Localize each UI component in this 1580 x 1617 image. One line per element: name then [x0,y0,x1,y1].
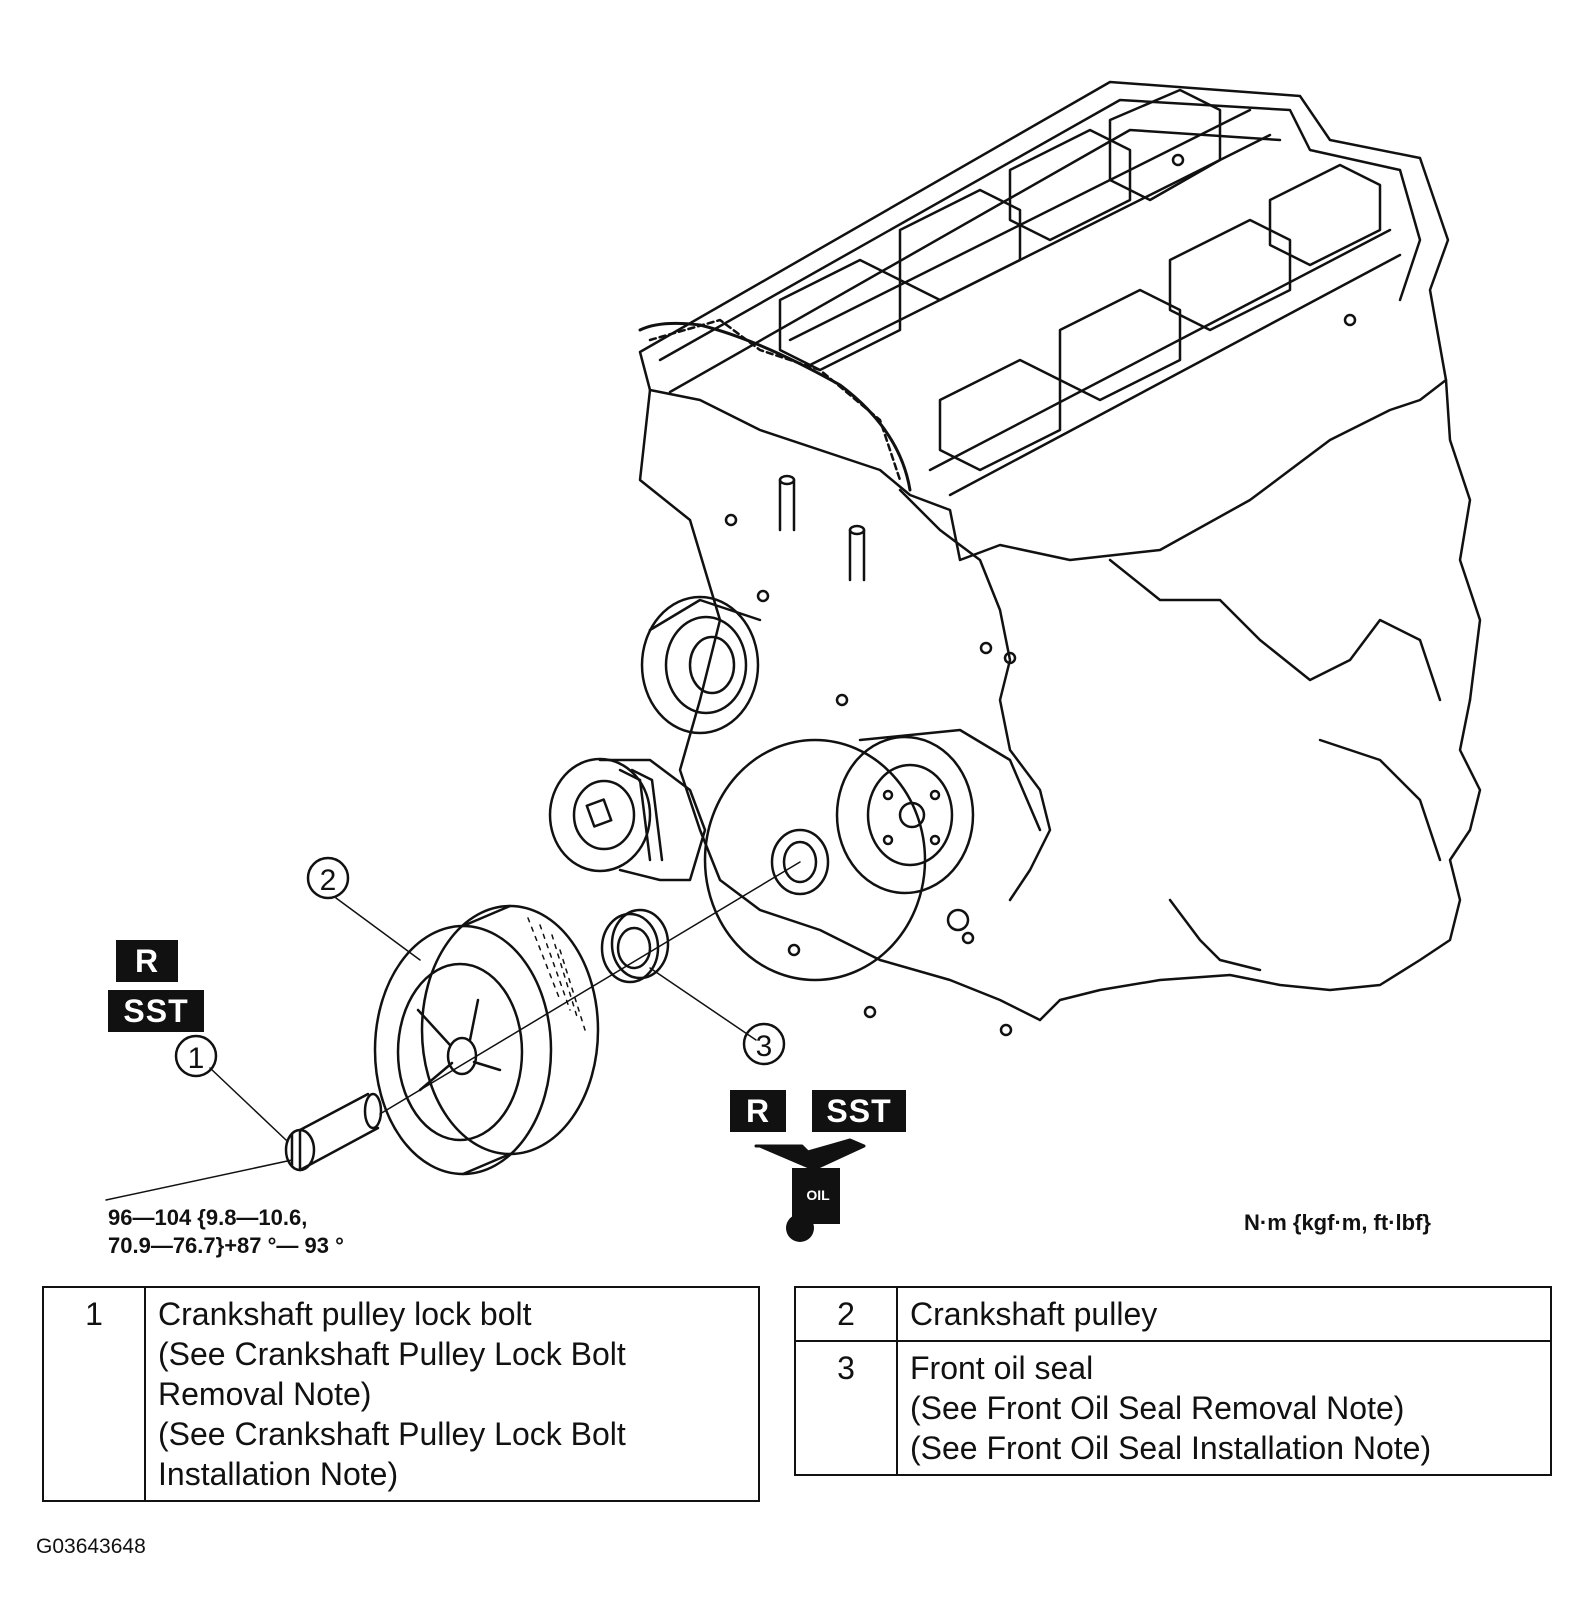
part-description-line: Crankshaft pulley [910,1296,1158,1332]
crankshaft-snout-cover [703,738,927,982]
part-description-line: (See Front Oil Seal Installation Note) [910,1430,1432,1466]
drive-belt-tensioner [548,757,707,882]
callout-1-label: 1 [188,1042,205,1075]
leader-line-1b [105,1159,293,1201]
crankshaft-pulley-lock-bolt [284,1092,383,1172]
part-number-cell: 2 [794,1286,898,1342]
parts-table-right: 2 Crankshaft pulley 3 Front oil seal (See Fr… [794,1286,1552,1476]
part-description-line: Removal Note) [158,1376,372,1412]
part-description-line: Front oil seal [910,1350,1094,1386]
part-number-cell: 1 [42,1286,146,1502]
torque-units-legend: N·m {kgf·m, ft·lbf} [1244,1210,1431,1235]
crankshaft-pulley [373,904,600,1176]
part-description-line: Installation Note) [158,1456,399,1492]
front-oil-seal [600,908,670,984]
part-description-line: Crankshaft pulley lock bolt [158,1296,532,1332]
part-number-cell: 3 [794,1340,898,1476]
part-description-line: (See Crankshaft Pulley Lock Bolt [158,1416,626,1452]
sst-badge-right: SST [812,1090,906,1132]
callout-1: 1 [174,1034,218,1078]
leader-line-1 [209,1067,287,1141]
replace-badge-right: R [730,1090,786,1132]
figure-id: G03643648 [36,1535,146,1558]
engine-block [638,80,1482,1037]
assembly-axis-line [379,861,801,1115]
part-description-line: (See Crankshaft Pulley Lock Bolt [158,1336,626,1372]
callout-3: 3 [742,1022,786,1066]
oil-can-label: OIL [806,1187,830,1203]
part-description-cell: Crankshaft pulley lock bolt (See Cranksha… [144,1286,760,1502]
replace-badge-left: R [116,940,178,982]
parts-table-left: 1 Crankshaft pulley lock bolt (See Cranksh… [42,1286,760,1502]
torque-specification: 96—104 {9.8—10.6, 70.9—76.7}+87 °— 93 ° [108,1205,344,1258]
table-row: 1 Crankshaft pulley lock bolt (See Cranksh… [42,1286,760,1502]
part-description-cell: Crankshaft pulley [896,1286,1552,1342]
leader-line-2 [335,897,421,961]
oil-can-icon: OIL [754,1138,866,1242]
water-pump-pulley [835,728,1042,895]
table-row: 3 Front oil seal (See Front Oil Seal Remov… [794,1340,1552,1476]
idler-pulley-upper [640,595,762,735]
leader-line-3 [649,967,757,1041]
callout-3-label: 3 [756,1030,773,1063]
sst-badge-left: SST [108,990,204,1032]
part-description-line: (See Front Oil Seal Removal Note) [910,1390,1405,1426]
table-row: 2 Crankshaft pulley [794,1286,1552,1342]
callout-2: 2 [306,856,350,900]
callout-2-label: 2 [320,864,337,897]
part-description-cell: Front oil seal (See Front Oil Seal Remova… [896,1340,1552,1476]
